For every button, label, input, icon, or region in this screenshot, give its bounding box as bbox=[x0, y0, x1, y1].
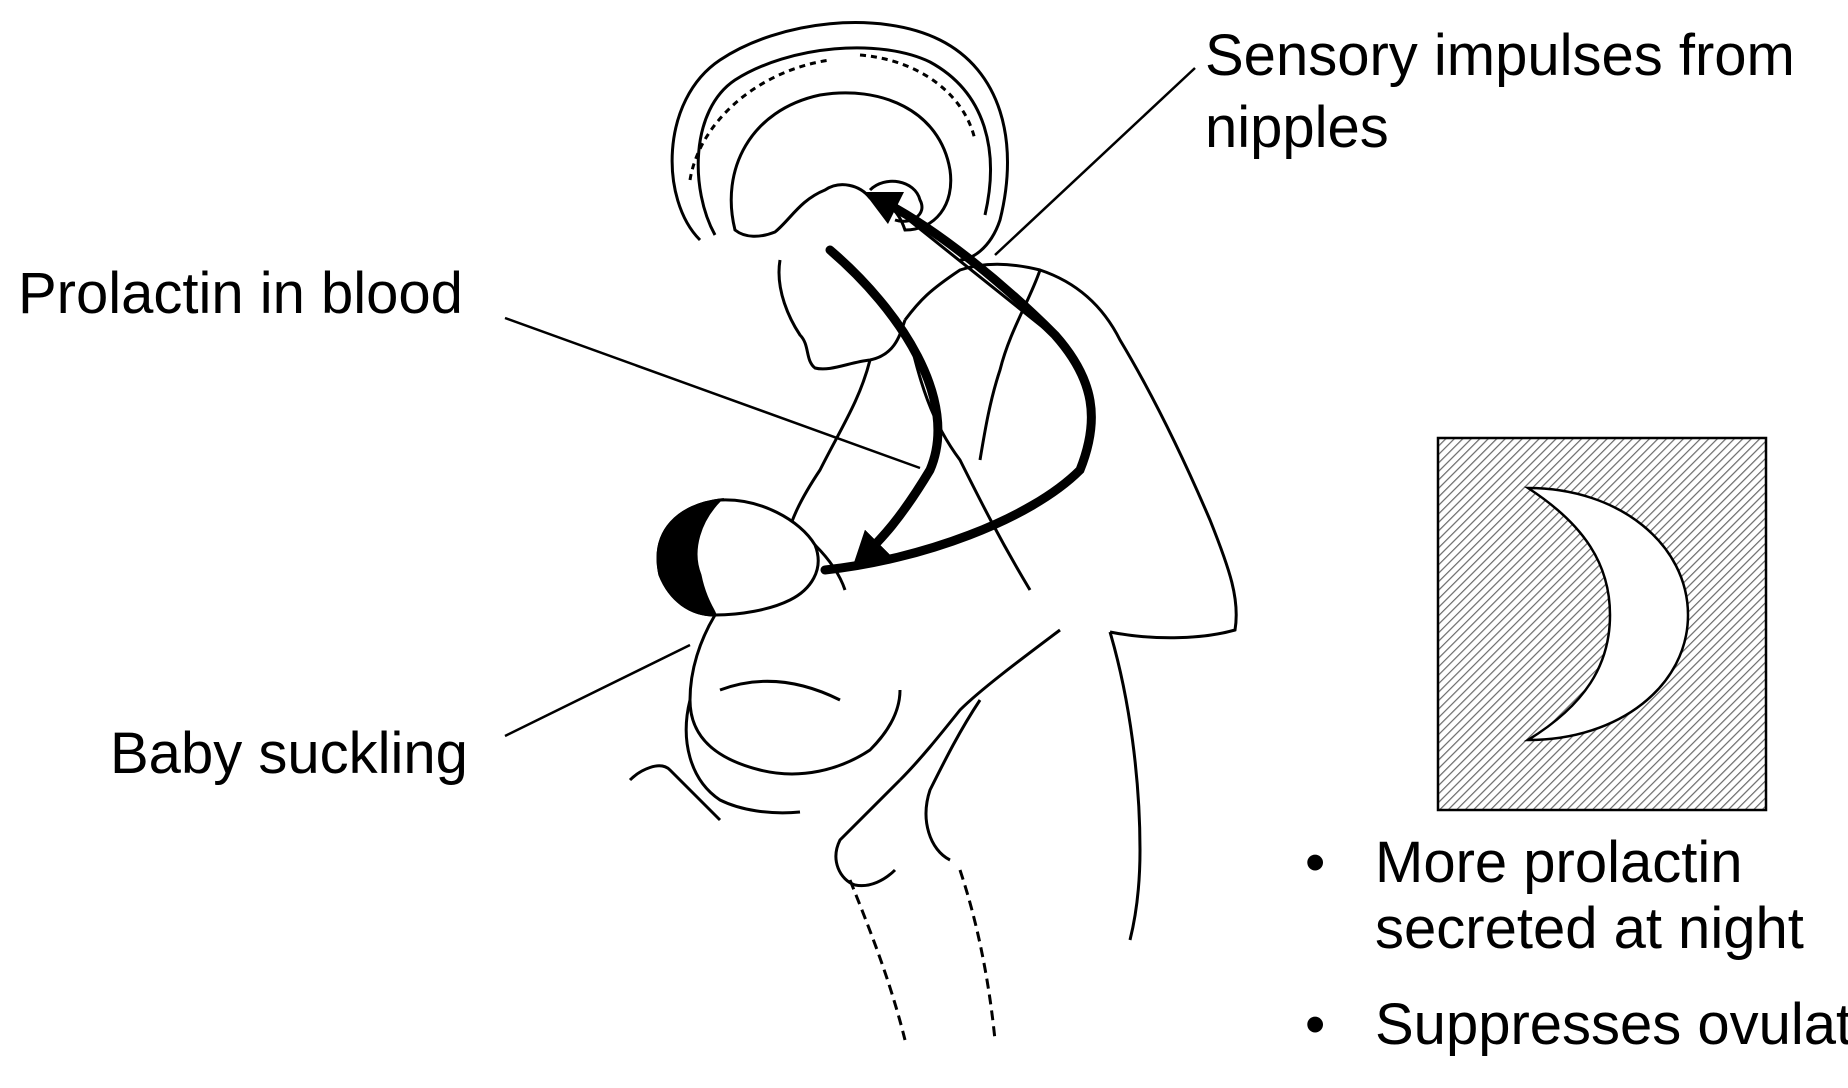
prolactin-reflex-diagram: Sensory impulses from nipples Prolactin … bbox=[0, 0, 1848, 1065]
night-panel bbox=[1438, 438, 1766, 810]
bullet-1-line1: More prolactin bbox=[1375, 830, 1848, 896]
sensory-label-line1: Sensory impulses from bbox=[1205, 20, 1795, 92]
bullet-1-line2: secreted at night bbox=[1375, 896, 1848, 962]
sensory-leader-line bbox=[995, 68, 1195, 255]
night-bullet-list: • More prolactin secreted at night • Sup… bbox=[1305, 830, 1848, 1088]
sensory-label-line2: nipples bbox=[1205, 92, 1795, 164]
brain-outline bbox=[731, 93, 951, 236]
prolactin-arrow bbox=[830, 250, 938, 555]
baby-figure bbox=[658, 500, 900, 813]
bullet-dot: • bbox=[1305, 992, 1325, 1058]
baby-leader-line bbox=[505, 645, 690, 736]
bullet-dot: • bbox=[1305, 830, 1325, 896]
mother-figure bbox=[630, 260, 1236, 1040]
bullet-item-suppresses-ovulation: • Suppresses ovulation bbox=[1305, 992, 1848, 1058]
bullet-2-line1: Suppresses ovulation bbox=[1375, 992, 1848, 1058]
sensory-arrow bbox=[825, 200, 1091, 570]
sensory-impulses-label: Sensory impulses from nipples bbox=[1205, 20, 1795, 164]
baby-suckling-label: Baby suckling bbox=[110, 718, 468, 790]
mother-hair bbox=[672, 23, 1007, 260]
bullet-item-more-prolactin: • More prolactin secreted at night bbox=[1305, 830, 1848, 962]
prolactin-in-blood-label: Prolactin in blood bbox=[18, 258, 463, 330]
